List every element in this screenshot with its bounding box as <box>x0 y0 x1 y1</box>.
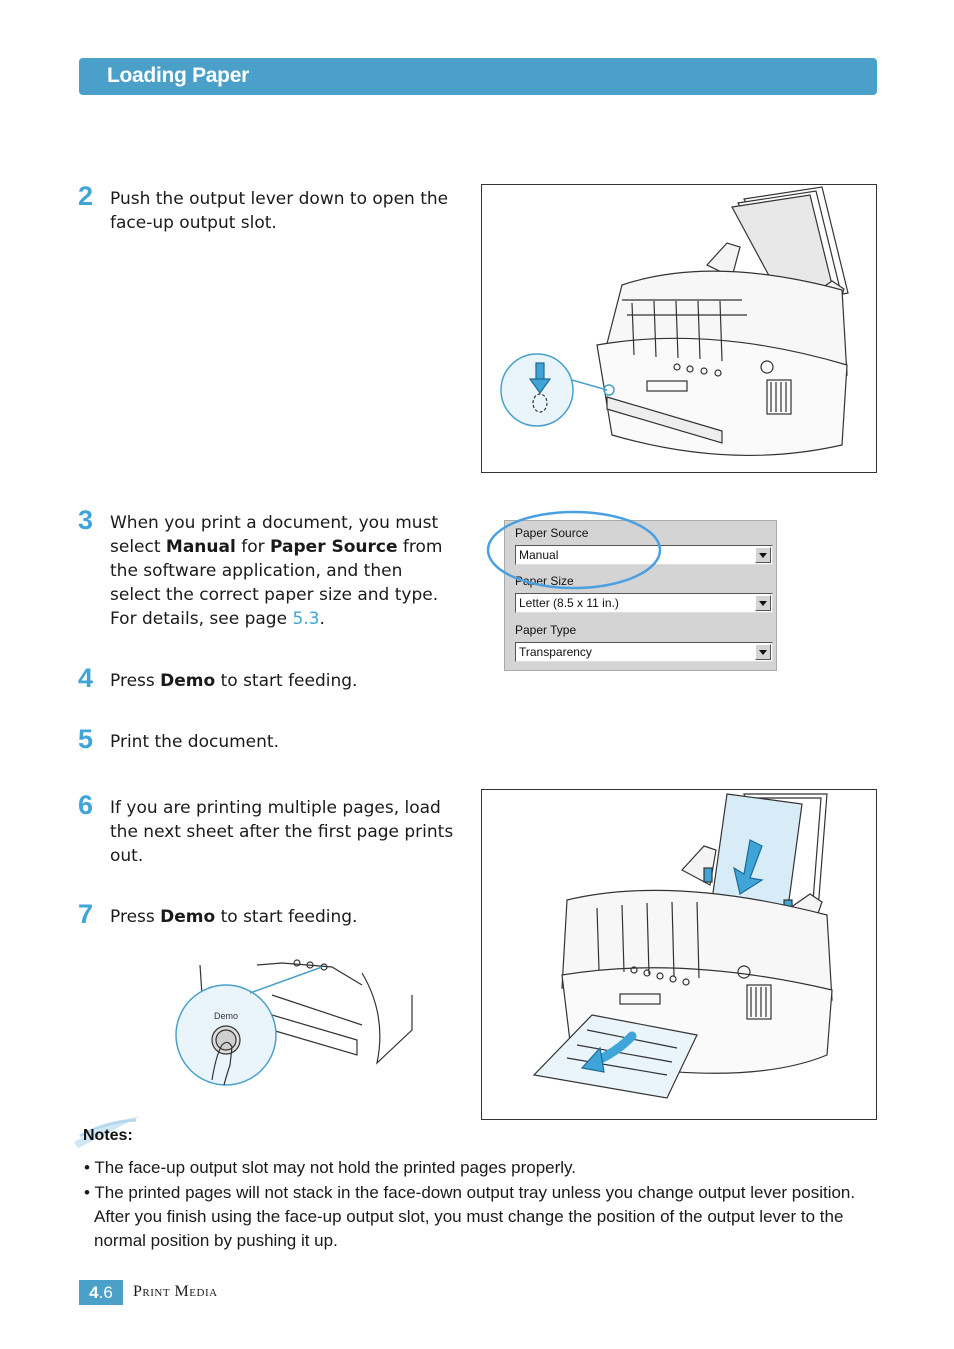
step-number-2: 2 <box>78 181 94 211</box>
notes-brush-icon <box>74 1116 140 1148</box>
printer-feeding-illustration <box>532 793 833 1099</box>
section-title: Loading Paper <box>107 64 249 87</box>
notes-title: Notes: <box>83 1127 133 1144</box>
highlight-circle <box>486 510 662 590</box>
dropdown-arrow-icon[interactable] <box>755 595 771 611</box>
note-item-1: • The face-up output slot may not hold t… <box>84 1158 577 1177</box>
printer-feeding-figure <box>481 789 877 1120</box>
page-link[interactable]: 5.3 <box>292 609 320 629</box>
paper-type-label: Paper Type <box>515 623 577 637</box>
printer-lever-figure <box>481 184 877 473</box>
paper-size-select[interactable]: Letter (8.5 x 11 in.) <box>515 593 773 613</box>
paper-type-select[interactable]: Transparency <box>515 642 773 662</box>
note-item-2: • The printed pages will not stack in th… <box>84 1183 856 1250</box>
dropdown-arrow-icon[interactable] <box>755 547 771 563</box>
step-text-7: Press Demo to start feeding. <box>110 907 358 927</box>
demo-button-illustration: Demo <box>175 959 413 1086</box>
step-number-7: 7 <box>78 899 94 929</box>
step-text-6: If you are printing multiple pages, load… <box>110 798 454 866</box>
chapter-name: Print Media <box>133 1283 218 1300</box>
step-text-3: When you print a document, you must sele… <box>110 513 443 629</box>
step-text-4: Press Demo to start feeding. <box>110 671 358 691</box>
paper-settings-dialog: Paper Source Manual Paper Size Letter (8… <box>504 520 777 671</box>
demo-button-label: Demo <box>214 1011 238 1021</box>
step-number-4: 4 <box>78 663 94 693</box>
step-number-3: 3 <box>78 505 94 535</box>
printer-lever-illustration <box>500 186 849 456</box>
step-text-2: Push the output lever down to open the f… <box>110 189 449 233</box>
paper-source-label: Paper Source <box>515 526 589 540</box>
step-number-6: 6 <box>78 790 94 820</box>
step-text-5: Print the document. <box>110 732 279 752</box>
paper-source-select[interactable]: Manual <box>515 545 773 565</box>
step-number-5: 5 <box>78 724 94 754</box>
demo-button-figure: Demo <box>172 955 417 1090</box>
section-header: Loading Paper <box>79 58 877 95</box>
page-number: 4.6 <box>79 1280 123 1305</box>
dropdown-arrow-icon[interactable] <box>755 644 771 660</box>
paper-size-label: Paper Size <box>515 574 574 588</box>
